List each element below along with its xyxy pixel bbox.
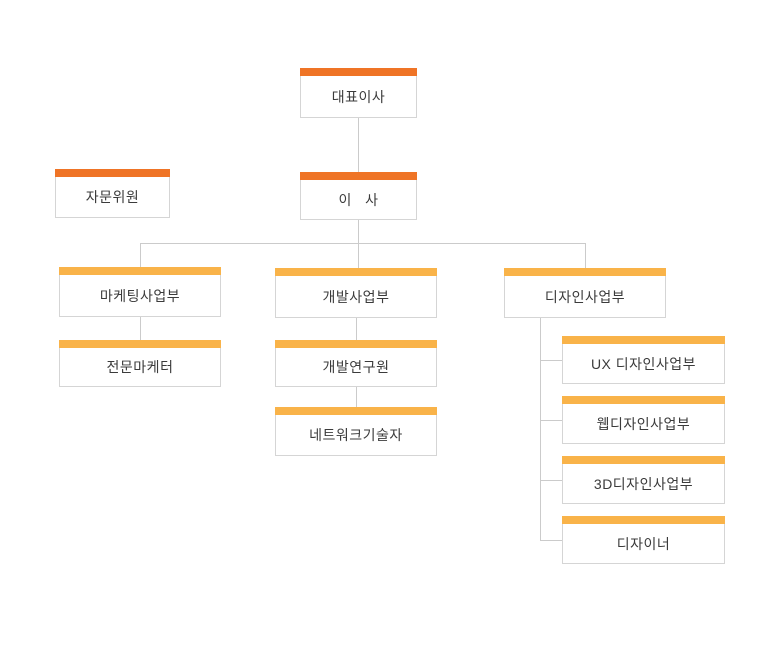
org-node-label: 이 사 xyxy=(338,191,379,208)
connector-drop-design xyxy=(585,243,586,268)
node-accent-bar xyxy=(562,456,725,464)
org-node-label: UX 디자인사업부 xyxy=(590,355,697,372)
node-accent-bar xyxy=(275,340,437,348)
org-node-label: 디자이너 xyxy=(616,535,671,552)
org-node-dev: 개발사업부 xyxy=(275,268,437,318)
node-accent-bar xyxy=(562,396,725,404)
node-accent-bar xyxy=(300,68,417,76)
node-accent-bar xyxy=(59,340,221,348)
connector-stub-web xyxy=(540,420,562,421)
org-node-director: 이 사 xyxy=(300,172,417,220)
connector-dev-research xyxy=(356,318,357,340)
connector-departments-rail xyxy=(140,243,586,244)
node-accent-bar xyxy=(562,516,725,524)
org-node-label: 웹디자인사업부 xyxy=(596,415,691,432)
node-accent-bar xyxy=(59,267,221,275)
org-node-label: 3D디자인사업부 xyxy=(593,475,694,492)
org-node-network: 네트워크기술자 xyxy=(275,407,437,456)
org-node-label: 전문마케터 xyxy=(106,359,174,375)
node-accent-bar xyxy=(275,407,437,415)
org-node-label: 네트워크기술자 xyxy=(309,427,403,443)
org-node-label: 개발사업부 xyxy=(322,288,390,305)
connector-marketing-marketer xyxy=(140,317,141,340)
connector-stub-3d xyxy=(540,480,562,481)
connector-drop-marketing xyxy=(140,243,141,267)
org-node-ux: UX 디자인사업부 xyxy=(562,336,725,384)
connector-director-drop xyxy=(358,220,359,268)
org-node-3d: 3D디자인사업부 xyxy=(562,456,725,504)
org-node-label: 디자인사업부 xyxy=(544,288,626,305)
node-accent-bar xyxy=(562,336,725,344)
org-node-label: 개발연구원 xyxy=(322,359,390,375)
connector-stub-ux xyxy=(540,360,562,361)
connector-stub-designer xyxy=(540,540,562,541)
org-node-design: 디자인사업부 xyxy=(504,268,666,318)
org-node-web: 웹디자인사업부 xyxy=(562,396,725,444)
org-node-label: 마케팅사업부 xyxy=(99,287,181,304)
node-accent-bar xyxy=(55,169,170,177)
connector-ceo-director xyxy=(358,118,359,172)
org-node-marketing: 마케팅사업부 xyxy=(59,267,221,317)
connector-research-network xyxy=(356,387,357,407)
org-node-advisor: 자문위원 xyxy=(55,169,170,218)
node-accent-bar xyxy=(275,268,437,276)
connector-design-branch xyxy=(540,318,541,540)
org-node-dev-research: 개발연구원 xyxy=(275,340,437,387)
org-node-label: 자문위원 xyxy=(85,189,140,205)
org-node-label: 대표이사 xyxy=(331,88,386,105)
node-accent-bar xyxy=(300,172,417,180)
org-node-marketer: 전문마케터 xyxy=(59,340,221,387)
org-node-ceo: 대표이사 xyxy=(300,68,417,118)
node-accent-bar xyxy=(504,268,666,276)
org-node-designer: 디자이너 xyxy=(562,516,725,564)
